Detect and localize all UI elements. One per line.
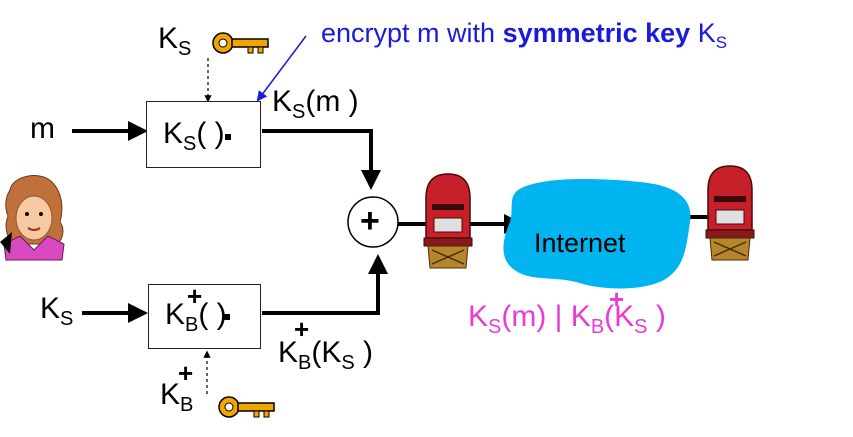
pub-box-plus: + (187, 281, 203, 311)
ks-m-rest: (m ) (305, 85, 359, 118)
bottom-key-letter: K (160, 378, 181, 411)
sym-box-arg: ( ) (196, 117, 225, 150)
message-label: m (30, 112, 55, 145)
sym-box-label: KS( ) (163, 117, 225, 155)
mailbox-icon (423, 173, 473, 269)
bottom-key-plus: + (178, 358, 194, 388)
tx-b-letter: K (570, 300, 591, 333)
ks-m-sub: S (292, 101, 306, 123)
internet-label: Internet (534, 228, 626, 258)
top-key-label: KS (158, 22, 191, 60)
ks-input-label: KS (40, 292, 73, 330)
pub-box-letter: K (165, 298, 186, 331)
ks-m-letter: K (272, 85, 293, 118)
ks-m-label: KS(m ) (272, 85, 359, 123)
mailbox-icon (705, 165, 755, 261)
public-key-encrypt-box: KB( ) + (148, 281, 261, 349)
caption-bold: symmetric key (502, 18, 691, 48)
pub-box-label: KB( ) (165, 298, 227, 336)
top-key-letter: K (158, 22, 179, 55)
tx-a-sub: S (488, 316, 502, 338)
top-key-sub: S (178, 38, 192, 60)
pub-box-sub: B (185, 314, 199, 336)
kb-ks-label: KB(KS ) (278, 336, 374, 374)
kb-ks-sub: B (298, 352, 312, 374)
bottom-key-sub: B (180, 394, 194, 416)
kb-ks-rest: (K (311, 336, 342, 369)
ks-input-sub: S (60, 308, 74, 330)
kb-ks-plus: + (294, 314, 310, 344)
tx-b-rest: (K (604, 300, 635, 333)
sym-box-sub: S (183, 133, 197, 155)
tx-a-letter: K (468, 300, 489, 333)
key-icon (218, 396, 275, 418)
tx-b-sub: B (590, 316, 605, 338)
combiner-symbol: + (360, 202, 380, 240)
sym-box-letter: K (163, 117, 184, 150)
caption-key-letter: K (697, 18, 716, 48)
key-icon (212, 32, 269, 54)
transmission-label: KS(m) | KB(KS ) (468, 300, 666, 338)
combiner-circle (347, 196, 399, 248)
kb-ks-rest-sub: S (341, 352, 355, 374)
transmission-plus: + (609, 284, 625, 314)
kb-ks-close: ) (354, 336, 374, 369)
caption-key-sub: S (715, 33, 728, 52)
bottom-key-label: KB (160, 378, 193, 416)
cloud-icon (503, 179, 691, 289)
arrow-box-to-combiner (262, 129, 381, 190)
tx-b-close: ) (647, 300, 666, 333)
pub-box-dot (224, 314, 230, 320)
pub-box-arg: ( ) (198, 298, 227, 331)
person-icon (0, 175, 65, 261)
kb-ks-letter: K (278, 336, 299, 369)
caption-pointer (256, 35, 307, 102)
arrow-pubbox-to-combiner (262, 254, 388, 315)
tx-b-rest-sub: S (634, 316, 648, 338)
ks-input-letter: K (40, 292, 61, 325)
tx-a-rest: (m) | (501, 300, 571, 333)
caption-prefix: encrypt m with (321, 18, 503, 48)
sym-box-dot (225, 134, 231, 140)
caption: encrypt m with symmetric key KS (321, 18, 727, 52)
symmetric-encrypt-box: KS( ) (146, 101, 261, 168)
